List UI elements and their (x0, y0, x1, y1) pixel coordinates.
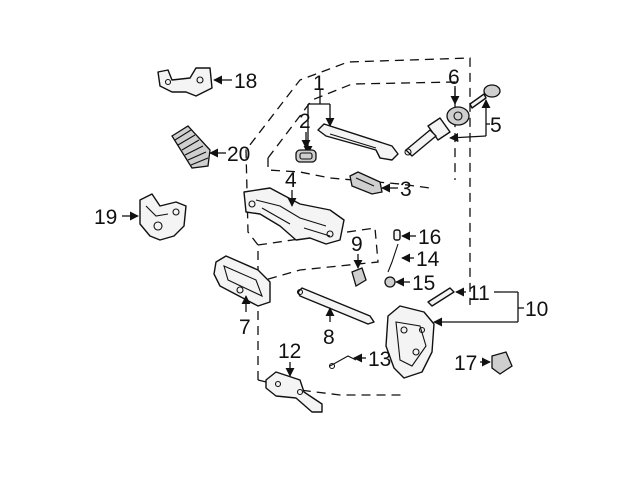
part-5-lock-cylinder (404, 117, 451, 157)
label-13: 13 (368, 348, 391, 371)
part-18-hinge (157, 67, 213, 97)
label-15: 15 (412, 272, 435, 295)
part-9-bolt (351, 267, 367, 287)
label-3: 3 (400, 178, 412, 201)
label-11: 11 (468, 282, 490, 305)
part-2-gasket (295, 149, 317, 163)
label-10: 10 (525, 298, 548, 321)
part-5-key (469, 84, 501, 109)
label-2: 2 (299, 110, 311, 133)
label-18: 18 (234, 70, 257, 93)
label-20: 20 (227, 143, 250, 166)
part-4-reinforcement (243, 187, 345, 245)
part-7-inside-handle (213, 255, 271, 307)
label-6: 6 (448, 66, 460, 89)
label-5: 5 (490, 114, 502, 137)
label-8: 8 (323, 326, 335, 349)
part-17-cap (491, 351, 513, 375)
label-1: 1 (313, 72, 325, 95)
part-16-clip (393, 229, 401, 241)
label-9: 9 (351, 233, 363, 256)
label-7: 7 (239, 316, 251, 339)
label-14: 14 (416, 248, 440, 271)
part-10-lock-assembly (385, 305, 435, 379)
label-16: 16 (418, 226, 441, 249)
label-12: 12 (278, 340, 301, 363)
part-6-cylinder-cover (446, 106, 470, 126)
label-19: 19 (94, 206, 117, 229)
part-11-lock-rod (427, 287, 455, 307)
part-15-rod-clip (384, 276, 396, 288)
part-13-cable (328, 355, 357, 370)
label-4: 4 (285, 169, 297, 192)
label-17: 17 (454, 352, 477, 375)
part-12-striker-bracket (265, 371, 323, 413)
part-19-check (139, 193, 187, 241)
part-1-outside-handle (317, 123, 399, 161)
part-14-rod (387, 243, 399, 273)
part-8-handle-rod (296, 287, 375, 325)
part-3-seal (349, 171, 383, 195)
part-20-boot (171, 125, 211, 169)
